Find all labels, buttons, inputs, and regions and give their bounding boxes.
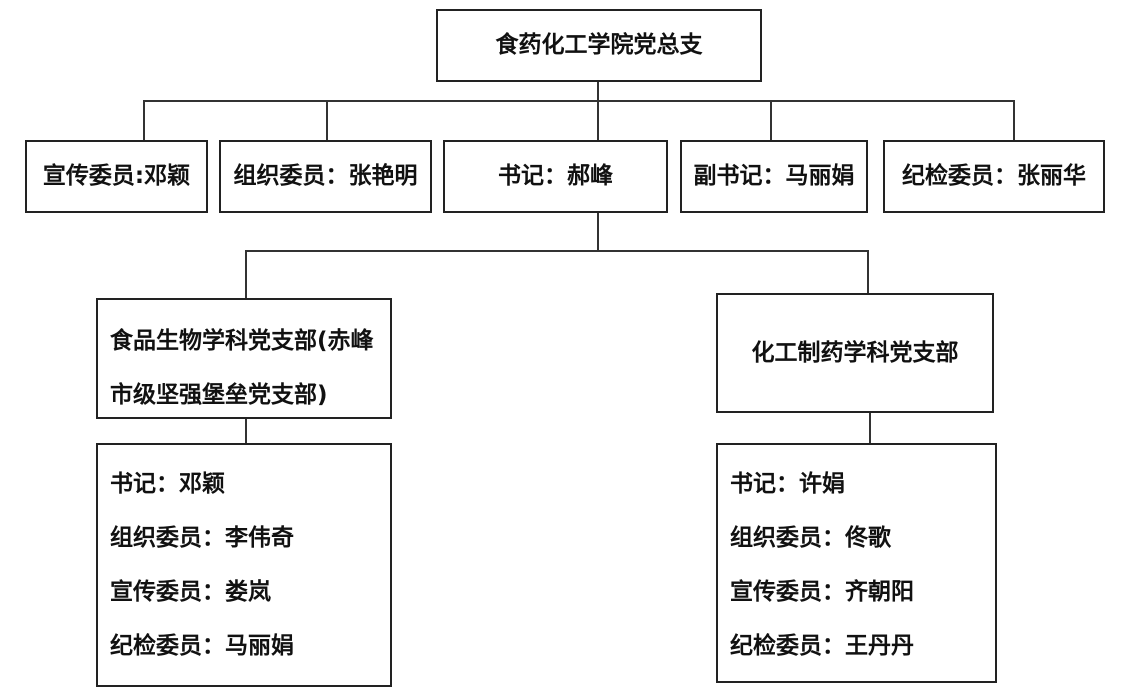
connector-root-down [597,80,599,102]
committee-discipline-label: 纪检委员：张丽华 [902,163,1086,189]
connector-branch-bar [245,250,869,252]
connector-food-members [245,418,247,444]
committee-propaganda-label: 宣传委员:邓颖 [42,163,191,189]
branch-food-node: 食品生物学科党支部(赤峰市级坚强堡垒党支部) [96,298,392,419]
committee-propaganda-node: 宣传委员:邓颖 [25,140,208,213]
member-list-item: 宣传委员：娄岚 [110,579,271,605]
connector-food-branch [245,250,247,300]
committee-deputy-node: 副书记：马丽娟 [680,140,868,213]
member-list-item: 纪检委员：马丽娟 [110,633,294,659]
member-list-item: 组织委员：佟歌 [730,525,891,551]
connector-committee-bar [143,100,1015,102]
connector-deputy [770,100,772,140]
member-list-item: 组织委员：李伟奇 [110,525,294,551]
connector-secretary-down [597,212,599,252]
member-list-item: 书记：许娟 [730,471,845,497]
root-label: 食药化工学院党总支 [495,32,703,58]
member-list-item: 纪检委员：王丹丹 [730,633,914,659]
root-node: 食药化工学院党总支 [436,9,762,82]
connector-propaganda [143,100,145,140]
branch-chem-node: 化工制药学科党支部 [716,293,994,413]
connector-secretary [597,100,599,140]
connector-chem-members [869,412,871,444]
committee-discipline-node: 纪检委员：张丽华 [883,140,1105,213]
committee-organization-label: 组织委员：张艳明 [233,163,418,189]
connector-chem-branch [867,250,869,295]
committee-organization-node: 组织委员：张艳明 [219,140,432,213]
branch-chem-members: 书记：许娟 组织委员：佟歌 宣传委员：齐朝阳 纪检委员：王丹丹 [716,443,997,683]
member-list-item: 宣传委员：齐朝阳 [730,579,914,605]
connector-organization [326,100,328,140]
connector-discipline [1013,100,1015,140]
committee-secretary-node: 书记：郝峰 [443,140,668,213]
branch-chem-title: 化工制药学科党支部 [751,339,959,366]
branch-food-title: 食品生物学科党支部(赤峰市级坚强堡垒党支部) [110,328,374,408]
committee-secretary-label: 书记：郝峰 [498,163,613,189]
branch-food-members: 书记：邓颖 组织委员：李伟奇 宣传委员：娄岚 纪检委员：马丽娟 [96,443,392,687]
committee-deputy-label: 副书记：马丽娟 [693,163,855,189]
member-list-item: 书记：邓颖 [110,471,225,497]
